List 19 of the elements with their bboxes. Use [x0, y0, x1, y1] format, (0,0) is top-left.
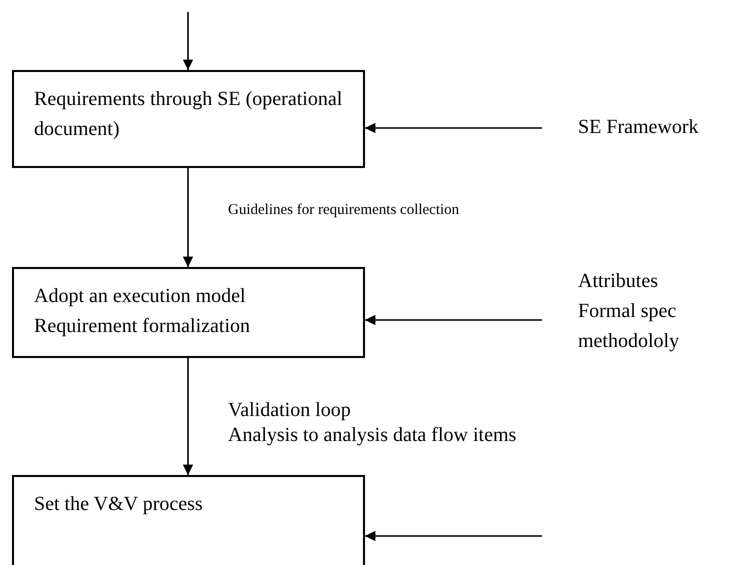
edge-label: Guidelines for requirements collection — [228, 201, 460, 220]
box-text: Requirements through SE (operational document) — [34, 87, 343, 142]
arrow — [365, 122, 542, 134]
arrow — [182, 358, 194, 475]
box-text: Requirement formalization — [34, 314, 252, 339]
input-label: Formal spec methodololy — [578, 299, 680, 354]
input-label: Attributes — [578, 269, 659, 294]
process-box — [12, 267, 365, 358]
box-text: Set the V&V process — [34, 492, 204, 517]
box-text: Adopt an execution model — [34, 284, 247, 309]
arrow — [182, 12, 194, 70]
note-text: Analysis to analysis data flow items — [228, 423, 516, 448]
arrow — [365, 314, 542, 326]
arrow — [182, 168, 194, 267]
process-box — [12, 475, 365, 565]
process-box — [12, 70, 365, 168]
input-label: SE Framework — [578, 115, 700, 140]
edge-label: Validation loop — [228, 398, 352, 423]
arrow — [365, 530, 542, 542]
